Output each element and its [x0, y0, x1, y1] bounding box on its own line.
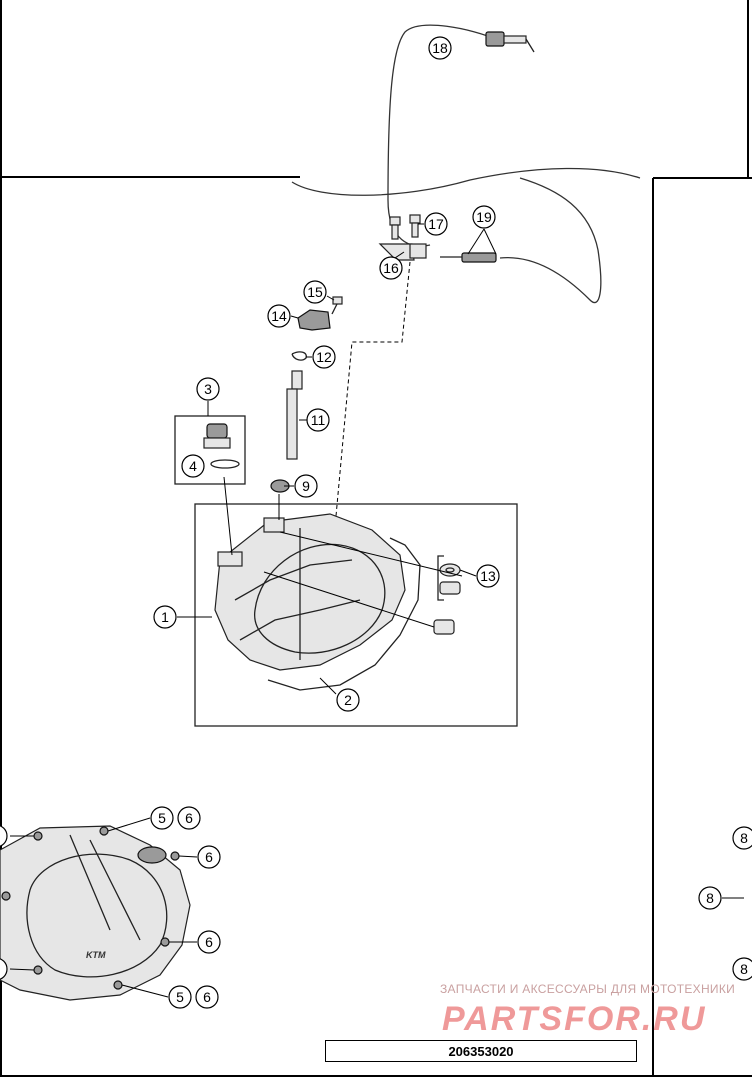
svg-text:8: 8: [740, 830, 748, 846]
svg-text:9: 9: [302, 478, 310, 494]
callout-12: 12: [312, 345, 336, 369]
callout-18: 18: [428, 36, 452, 60]
watermark-caption: ЗАПЧАСТИ И АКСЕССУАРЫ ДЛЯ МОТОТЕХНИКИ: [440, 982, 736, 996]
svg-text:6: 6: [203, 989, 211, 1005]
assembly-box: [194, 503, 518, 727]
callout-5-bottom: 5: [168, 985, 192, 1009]
shaft-11: [286, 370, 303, 460]
svg-text:14: 14: [271, 308, 287, 324]
circlip-12: [291, 351, 307, 361]
clamp-14: [297, 309, 331, 331]
callout-edge-bottom: [0, 958, 8, 980]
callout-8-bottom: 8: [732, 957, 752, 981]
leader-lines: [177, 223, 497, 695]
watermark-brand: PARTSFOR.RU: [442, 1000, 707, 1038]
callout-13: 13: [476, 564, 500, 588]
callout-9: 9: [294, 474, 318, 498]
svg-text:19: 19: [476, 209, 492, 225]
svg-text:6: 6: [205, 934, 213, 950]
svg-text:5: 5: [158, 810, 166, 826]
cover-logo: KTM: [86, 950, 106, 960]
svg-text:15: 15: [307, 284, 323, 300]
installed-cover: [0, 825, 191, 1001]
svg-text:3: 3: [204, 381, 212, 397]
svg-text:16: 16: [383, 260, 399, 276]
callout-5-top: 5: [150, 806, 174, 830]
svg-text:1: 1: [161, 609, 169, 625]
bracket-16: [378, 243, 427, 261]
svg-text:6: 6: [205, 849, 213, 865]
svg-text:4: 4: [189, 458, 197, 474]
callout-19: 19: [472, 205, 496, 229]
svg-text:13: 13: [480, 568, 496, 584]
callout-6-bottom: 6: [195, 985, 219, 1009]
svg-text:18: 18: [432, 40, 448, 56]
callout-16: 16: [379, 256, 403, 280]
svg-text:2: 2: [344, 692, 352, 708]
callout-6-top: 6: [177, 806, 201, 830]
callout-2: 2: [336, 688, 360, 712]
callout-1: 1: [153, 605, 177, 629]
callout-edge-top: [0, 825, 8, 847]
drawing-number: 206353020: [448, 1043, 514, 1059]
callout-15: 15: [303, 280, 327, 304]
clutch-cover: [214, 513, 406, 671]
callout-8-top: 8: [732, 826, 752, 850]
svg-text:12: 12: [316, 349, 332, 365]
clutch-cable: [291, 24, 641, 303]
svg-text:6: 6: [185, 810, 193, 826]
o-ring-4: [210, 459, 240, 469]
callout-3: 3: [196, 377, 220, 401]
drawing-number-box: 206353020: [325, 1040, 637, 1062]
svg-text:11: 11: [311, 412, 326, 428]
item-3-box: [174, 415, 246, 485]
bushings-13: [433, 563, 461, 635]
bolt-15: [331, 296, 343, 315]
callout-6-mid: 6: [197, 845, 221, 869]
svg-text:17: 17: [428, 216, 444, 232]
svg-text:8: 8: [740, 961, 748, 977]
svg-text:5: 5: [176, 989, 184, 1005]
svg-text:8: 8: [706, 890, 714, 906]
lower-leaders: [9, 817, 744, 998]
gasket-2: [267, 537, 421, 691]
callout-6-low: 6: [197, 930, 221, 954]
callout-11: 11: [306, 408, 330, 432]
callout-8-mid: 8: [698, 886, 722, 910]
callout-14: 14: [267, 304, 291, 328]
callout-4: 4: [181, 454, 205, 478]
callout-17: 17: [424, 212, 448, 236]
bolt-17: [389, 214, 421, 240]
oil-plug-3: [203, 423, 231, 449]
